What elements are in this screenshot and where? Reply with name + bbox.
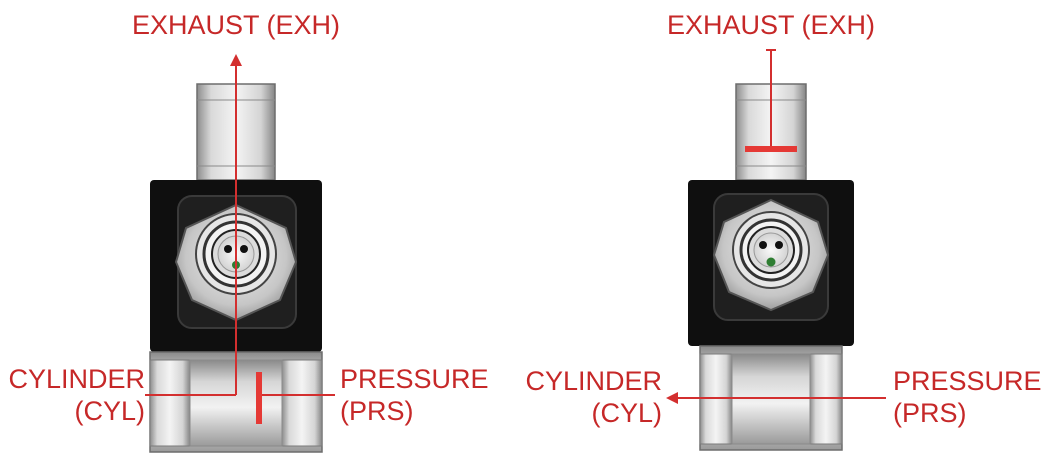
left-connector-pin [224, 245, 232, 253]
right-exhaust-label: EXHAUST (EXH) [667, 10, 875, 40]
right-exhaust-blocked-bar [745, 146, 797, 152]
right-valve: EXHAUST (EXH) CYLINDER (CYL) PRESSURE (P… [525, 10, 1042, 451]
left-cylinder-label-line2: (CYL) [74, 396, 145, 426]
left-valve: EXHAUST (EXH) CYLINDER (CYL) PRESSURE (P… [8, 10, 489, 453]
left-pressure-blocked-bar [256, 372, 262, 424]
right-indicator-dot [766, 257, 776, 267]
left-exhaust-label: EXHAUST (EXH) [132, 10, 340, 40]
left-pressure-label-line1: PRESSURE [340, 364, 489, 394]
right-connector-pin [775, 241, 783, 249]
left-connector-pin [240, 245, 248, 253]
right-solenoid-body [688, 180, 854, 346]
right-connector-pin [759, 241, 767, 249]
right-cylinder-label-line1: CYLINDER [525, 366, 662, 396]
left-cylinder-label-line1: CYLINDER [8, 364, 145, 394]
right-pressure-label-line2: (PRS) [893, 398, 967, 428]
left-pressure-label-line2: (PRS) [340, 396, 414, 426]
right-cylinder-label-line2: (CYL) [591, 398, 662, 428]
right-pressure-label-line1: PRESSURE [893, 366, 1042, 396]
